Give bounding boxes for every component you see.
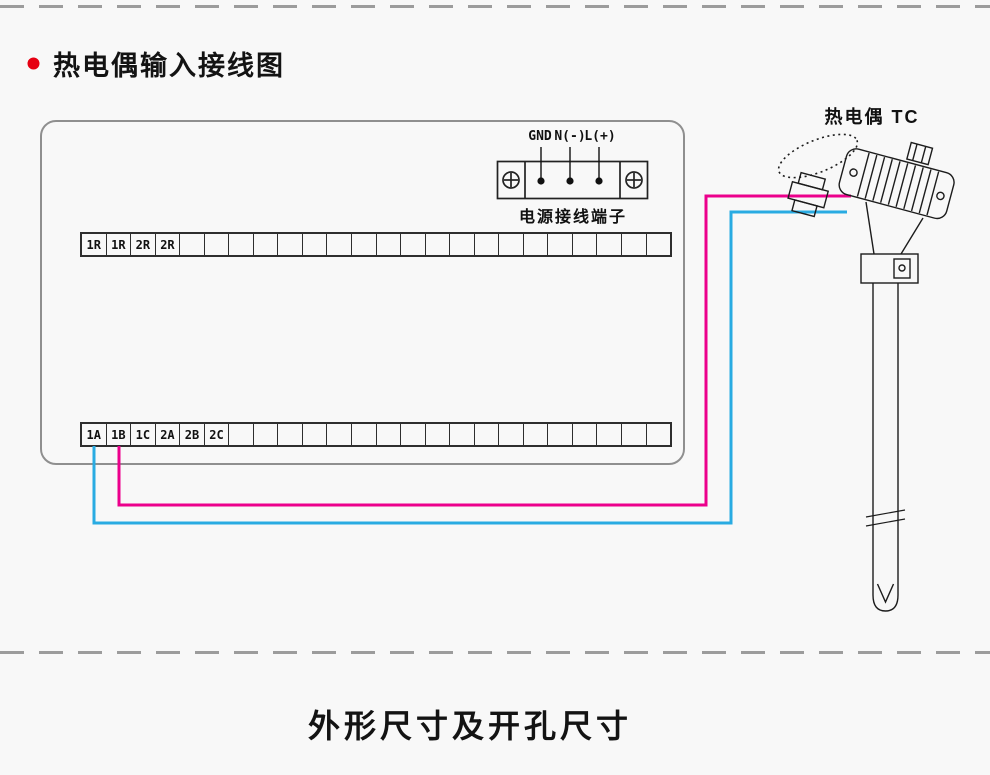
- thermocouple-label: 热电偶 TC: [824, 107, 920, 127]
- power-pin-label-n: N(-): [554, 129, 586, 144]
- terminal-cell-empty: [647, 234, 671, 255]
- terminal-cell-empty: [254, 424, 279, 445]
- bottom-dashed-border: [0, 651, 990, 654]
- terminal-cell-1b: 1B: [107, 424, 132, 445]
- terminal-cell-2b: 2B: [180, 424, 205, 445]
- terminal-cell-empty: [352, 424, 377, 445]
- terminal-cell-empty: [573, 424, 598, 445]
- terminal-cell-empty: [401, 424, 426, 445]
- terminal-cell-empty: [597, 234, 623, 255]
- terminal-cell-empty: [229, 234, 254, 255]
- terminal-cell-empty: [475, 424, 500, 445]
- terminal-cell-empty: [278, 424, 303, 445]
- terminal-cell-empty: [327, 234, 353, 255]
- power-pin-label-gnd: GND: [528, 129, 552, 144]
- terminal-cell-1r: 1R: [82, 234, 107, 255]
- terminal-cell-empty: [377, 234, 402, 255]
- thermocouple-drawing: [777, 133, 955, 612]
- terminal-cell-empty: [548, 424, 573, 445]
- terminal-cell-empty: [303, 234, 328, 255]
- terminal-cell-1a: 1A: [82, 424, 107, 445]
- power-pin-label-l: L(+): [584, 129, 616, 144]
- terminal-cell-empty: [597, 424, 623, 445]
- terminal-cell-empty: [622, 424, 647, 445]
- terminal-cell-2r: 2R: [131, 234, 156, 255]
- terminal-cell-empty: [205, 234, 230, 255]
- cable-gland: [787, 171, 830, 218]
- thermocouple-head: [838, 141, 955, 220]
- terminal-cell-2c: 2C: [205, 424, 230, 445]
- terminal-cell-empty: [524, 234, 549, 255]
- terminal-cell-empty: [303, 424, 328, 445]
- terminal-cell-empty: [426, 234, 451, 255]
- wiring-section-title: 热电偶输入接线图: [27, 44, 285, 83]
- terminal-cell-empty: [426, 424, 451, 445]
- terminal-cell-empty: [647, 424, 671, 445]
- mounting-flange: [860, 253, 919, 284]
- terminal-cell-empty: [377, 424, 402, 445]
- terminal-cell-empty: [254, 234, 279, 255]
- power-terminal-caption: 电源接线端子: [518, 209, 627, 226]
- wiring-title-text: 热电偶输入接线图: [53, 51, 285, 81]
- top-dashed-border: [0, 5, 990, 8]
- terminal-cell-empty: [327, 424, 353, 445]
- lead-wire-loop: [777, 133, 859, 179]
- dimensions-section-title: 外形尺寸及开孔尺寸: [307, 708, 632, 744]
- terminal-cell-empty: [622, 234, 647, 255]
- terminal-cell-empty: [352, 234, 377, 255]
- terminal-cell-1r: 1R: [107, 234, 132, 255]
- thermocouple-neck: [865, 201, 924, 255]
- instrument-panel-outline: [40, 120, 685, 465]
- terminal-cell-empty: [573, 234, 598, 255]
- terminal-cell-2r: 2R: [156, 234, 181, 255]
- terminal-cell-2a: 2A: [156, 424, 181, 445]
- terminal-cell-empty: [499, 234, 524, 255]
- terminal-cell-empty: [278, 234, 303, 255]
- terminal-cell-empty: [548, 234, 573, 255]
- terminal-cell-empty: [499, 424, 524, 445]
- terminal-cell-empty: [524, 424, 549, 445]
- probe-tip-mark: [876, 583, 895, 604]
- terminal-cell-empty: [229, 424, 254, 445]
- terminal-cell-empty: [180, 234, 205, 255]
- terminal-cell-empty: [401, 234, 426, 255]
- terminal-cell-1c: 1C: [131, 424, 156, 445]
- terminal-cell-empty: [475, 234, 500, 255]
- terminal-cell-empty: [450, 424, 475, 445]
- probe-break-marks: [865, 509, 906, 527]
- probe-sheath: [872, 283, 899, 612]
- red-bullet-icon: [27, 57, 40, 70]
- terminal-cell-empty: [450, 234, 475, 255]
